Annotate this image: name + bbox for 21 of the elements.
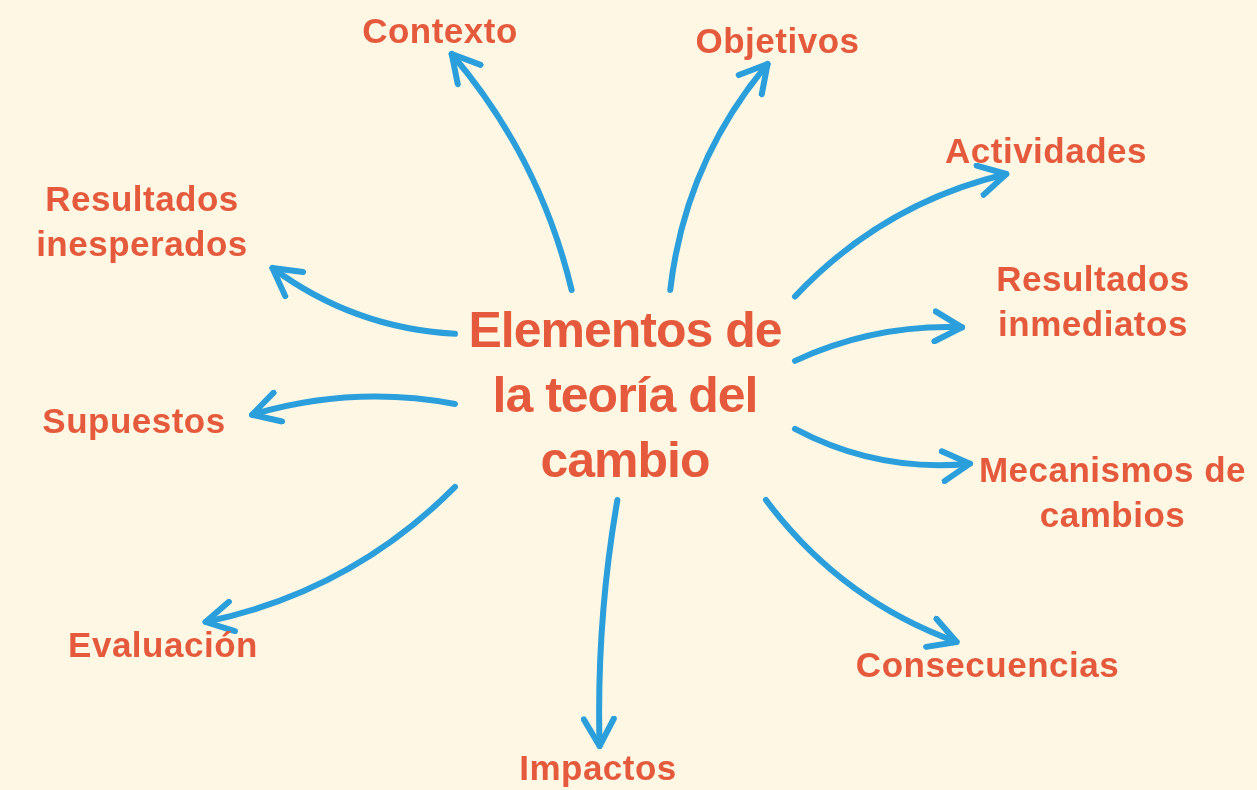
element-label: Evaluación (68, 624, 258, 667)
central-topic: Elementos de la teoría del cambio (467, 300, 783, 490)
element-label: Actividades (945, 130, 1147, 173)
element-label: Supuestos (42, 400, 226, 443)
element-label: Mecanismos de cambios (977, 448, 1248, 536)
element-label: Resultados inesperados (35, 177, 249, 265)
curved-arrow (792, 425, 973, 484)
element-label: Impactos (519, 747, 677, 790)
curved-arrow (762, 497, 960, 650)
element-label: Contexto (362, 10, 518, 53)
curved-arrow (792, 308, 965, 364)
curved-arrow (581, 497, 621, 749)
element-label: Consecuencias (855, 644, 1120, 687)
curved-arrow (448, 51, 575, 293)
curved-arrow (249, 390, 458, 425)
element-label: Objetivos (695, 20, 860, 63)
curved-arrow (667, 61, 771, 293)
curved-arrow (202, 484, 458, 634)
curved-arrow (269, 265, 458, 337)
curved-arrow (792, 163, 1010, 300)
element-label: Resultados inmediatos (995, 257, 1191, 345)
